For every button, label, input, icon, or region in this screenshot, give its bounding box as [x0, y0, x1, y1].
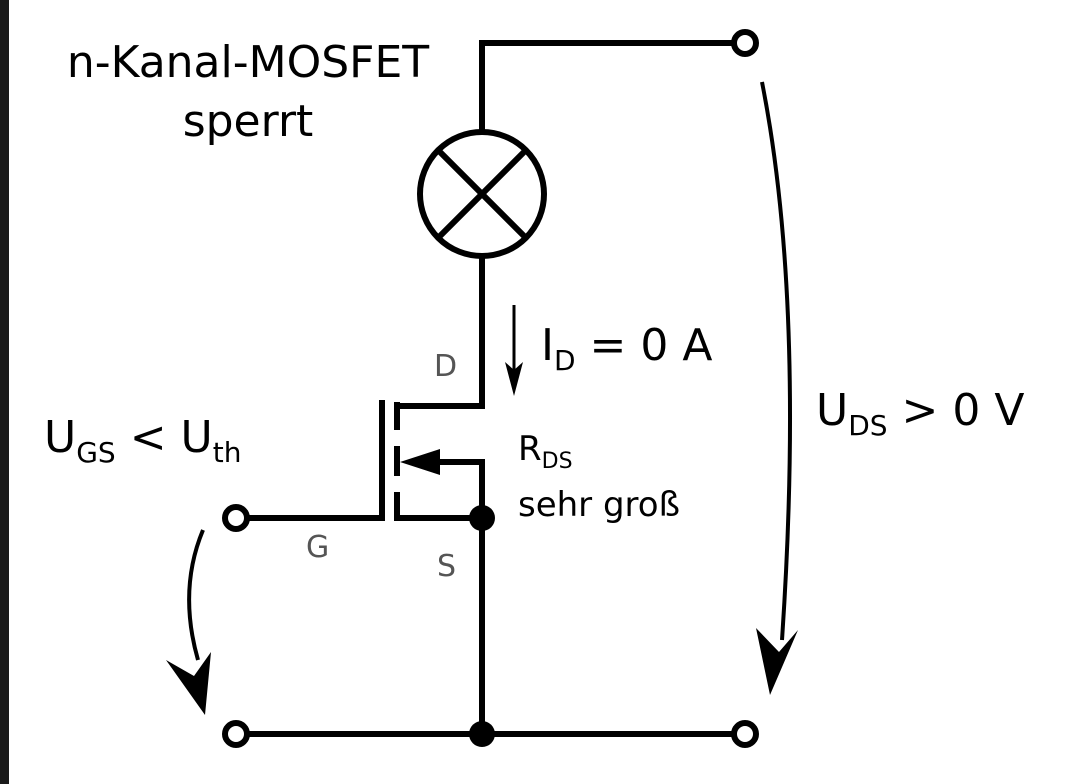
lamp-icon — [417, 129, 547, 259]
rds-label: RDS — [518, 429, 573, 474]
rds-description: sehr groß — [518, 485, 680, 525]
title-line-1: n-Kanal-MOSFET — [67, 37, 429, 88]
top-wire — [479, 40, 748, 133]
left-edge-bar — [0, 0, 9, 784]
vds-arrow-icon — [756, 81, 798, 695]
mosfet-icon — [379, 400, 485, 521]
vgs-label: UGS < Uth — [44, 412, 241, 469]
title-line-2: sperrt — [183, 96, 314, 147]
vds-label: UDS > 0 V — [816, 385, 1024, 442]
gate-terminal — [222, 504, 250, 532]
top-right-terminal — [731, 29, 759, 57]
pin-g-label: G — [306, 530, 329, 565]
drain-wire — [394, 253, 485, 409]
bottom-right-terminal — [731, 720, 759, 748]
pin-d-label: D — [434, 349, 457, 384]
current-arrow-icon — [505, 305, 523, 396]
bottom-left-terminal — [222, 720, 250, 748]
drain-current-label: ID = 0 A — [541, 320, 712, 377]
vgs-arrow-icon — [166, 529, 211, 715]
source-junction-dot — [469, 505, 495, 531]
bottom-junction-dot — [469, 721, 495, 747]
pin-s-label: S — [437, 549, 456, 584]
